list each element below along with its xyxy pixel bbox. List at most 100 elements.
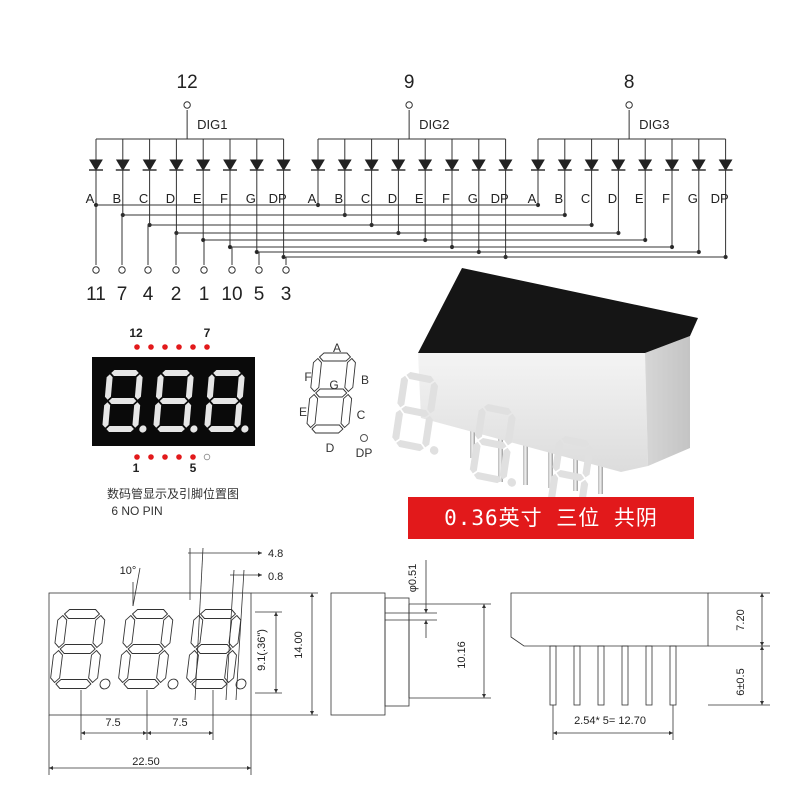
dim-arrow (760, 701, 764, 705)
dim-seg-gap: 0.8 (268, 571, 283, 583)
segment-outline-digit (306, 352, 356, 434)
diode-symbol (337, 159, 352, 171)
segment (183, 402, 192, 428)
junction-dot (254, 249, 259, 255)
pinout-diagram: 12 7 1 5 数码管显示及引脚位置图 6 NO PIN (92, 326, 255, 518)
segment-pin-terminal (144, 266, 152, 274)
dim-arrow (258, 551, 262, 555)
segment (406, 372, 435, 384)
segment (234, 402, 243, 428)
product-body-front (418, 353, 648, 472)
diode-symbol (115, 159, 130, 171)
segment-label-E: E (193, 191, 202, 206)
decimal-point-outline (235, 678, 247, 690)
segment-outline (88, 649, 101, 684)
dim-arrow (760, 646, 764, 650)
segment-outline (160, 614, 174, 649)
dim-arrow (258, 573, 262, 577)
segment (473, 472, 502, 484)
top-pin-dot (204, 344, 210, 350)
segment-outline (63, 609, 101, 619)
dim-arrow (143, 731, 147, 735)
diode-symbol (276, 159, 291, 171)
diode-symbol (471, 159, 486, 171)
segment-label-DP: DP (269, 191, 287, 206)
dim-arrow (424, 609, 428, 613)
segment-pin-number-5: 5 (254, 284, 265, 305)
segment (162, 370, 190, 376)
pin-dots (134, 344, 211, 461)
front-view-digit-3 (186, 609, 247, 690)
segment-outline (318, 352, 352, 362)
segment-outline (131, 609, 169, 619)
diode-symbol (249, 159, 264, 171)
product-pin (470, 420, 475, 458)
segment-label-C: C (581, 191, 590, 206)
segment-outline (54, 614, 68, 649)
top-pin-dot (162, 344, 168, 350)
segment (561, 436, 590, 448)
bottom-view-pin (621, 645, 629, 706)
diode-symbol (142, 159, 157, 171)
dim-arrow (482, 604, 486, 608)
segment-pin-number-4: 4 (143, 284, 154, 305)
dim-arrow (424, 620, 428, 624)
dp-marker (360, 434, 368, 442)
segment (132, 402, 141, 428)
product-pin (598, 440, 603, 494)
segment-outline (190, 614, 204, 649)
diode-symbol (391, 159, 406, 171)
segment-pin-number-2: 2 (171, 284, 182, 305)
dim-arrow (760, 642, 764, 646)
decimal-point (190, 425, 198, 433)
dimension-drawings (48, 547, 770, 775)
segment (469, 441, 481, 474)
pin-1-label: 1 (133, 461, 140, 475)
segment (478, 438, 507, 450)
segment (102, 402, 111, 428)
display-digits (102, 370, 249, 433)
seg-label-e: E (299, 405, 307, 419)
segment-outline (186, 649, 199, 684)
diode-symbol (584, 159, 599, 171)
decimal-point (139, 425, 147, 433)
diode-symbol (665, 159, 679, 171)
dim-angle: 10° (120, 565, 137, 577)
product-pin (498, 420, 503, 482)
segment-outline (123, 679, 160, 689)
pinout-digit-2 (153, 370, 198, 433)
segment-label-DP: DP (711, 191, 729, 206)
decimal-point-outline (99, 678, 111, 690)
segment-label-A: A (86, 191, 95, 206)
segment (552, 439, 564, 472)
dim-arrow (760, 593, 764, 597)
dim-arrow (49, 766, 53, 770)
dim-arrow (310, 711, 314, 715)
segment-pin-terminal (118, 266, 126, 274)
seg-label-c: C (357, 408, 366, 422)
top-pin-dot (190, 344, 196, 350)
digit-pin-number-8: 8 (624, 72, 635, 93)
segment-outline (311, 424, 344, 434)
segment-label-DP: DP (491, 191, 509, 206)
segment-pin-terminal (92, 266, 100, 274)
decimal-point (507, 478, 516, 487)
diode-symbol (196, 159, 211, 171)
dim-line (194, 547, 204, 701)
seg-label-f: F (304, 370, 311, 384)
segment-outline (199, 609, 237, 619)
segment-label-B: B (334, 191, 343, 206)
segment-label-D: D (388, 191, 397, 206)
dim-arrow (310, 593, 314, 597)
dim-digit-height: 9.1(.36") (256, 629, 268, 671)
top-pin-dot (176, 344, 182, 350)
decimal-point (429, 446, 439, 455)
diode-symbol (89, 159, 103, 171)
seg-label-a: A (333, 341, 341, 355)
pin-5-label: 5 (190, 461, 197, 475)
segment (397, 375, 409, 408)
dim-pitch-left: 7.5 (105, 717, 120, 729)
segment (206, 374, 215, 400)
